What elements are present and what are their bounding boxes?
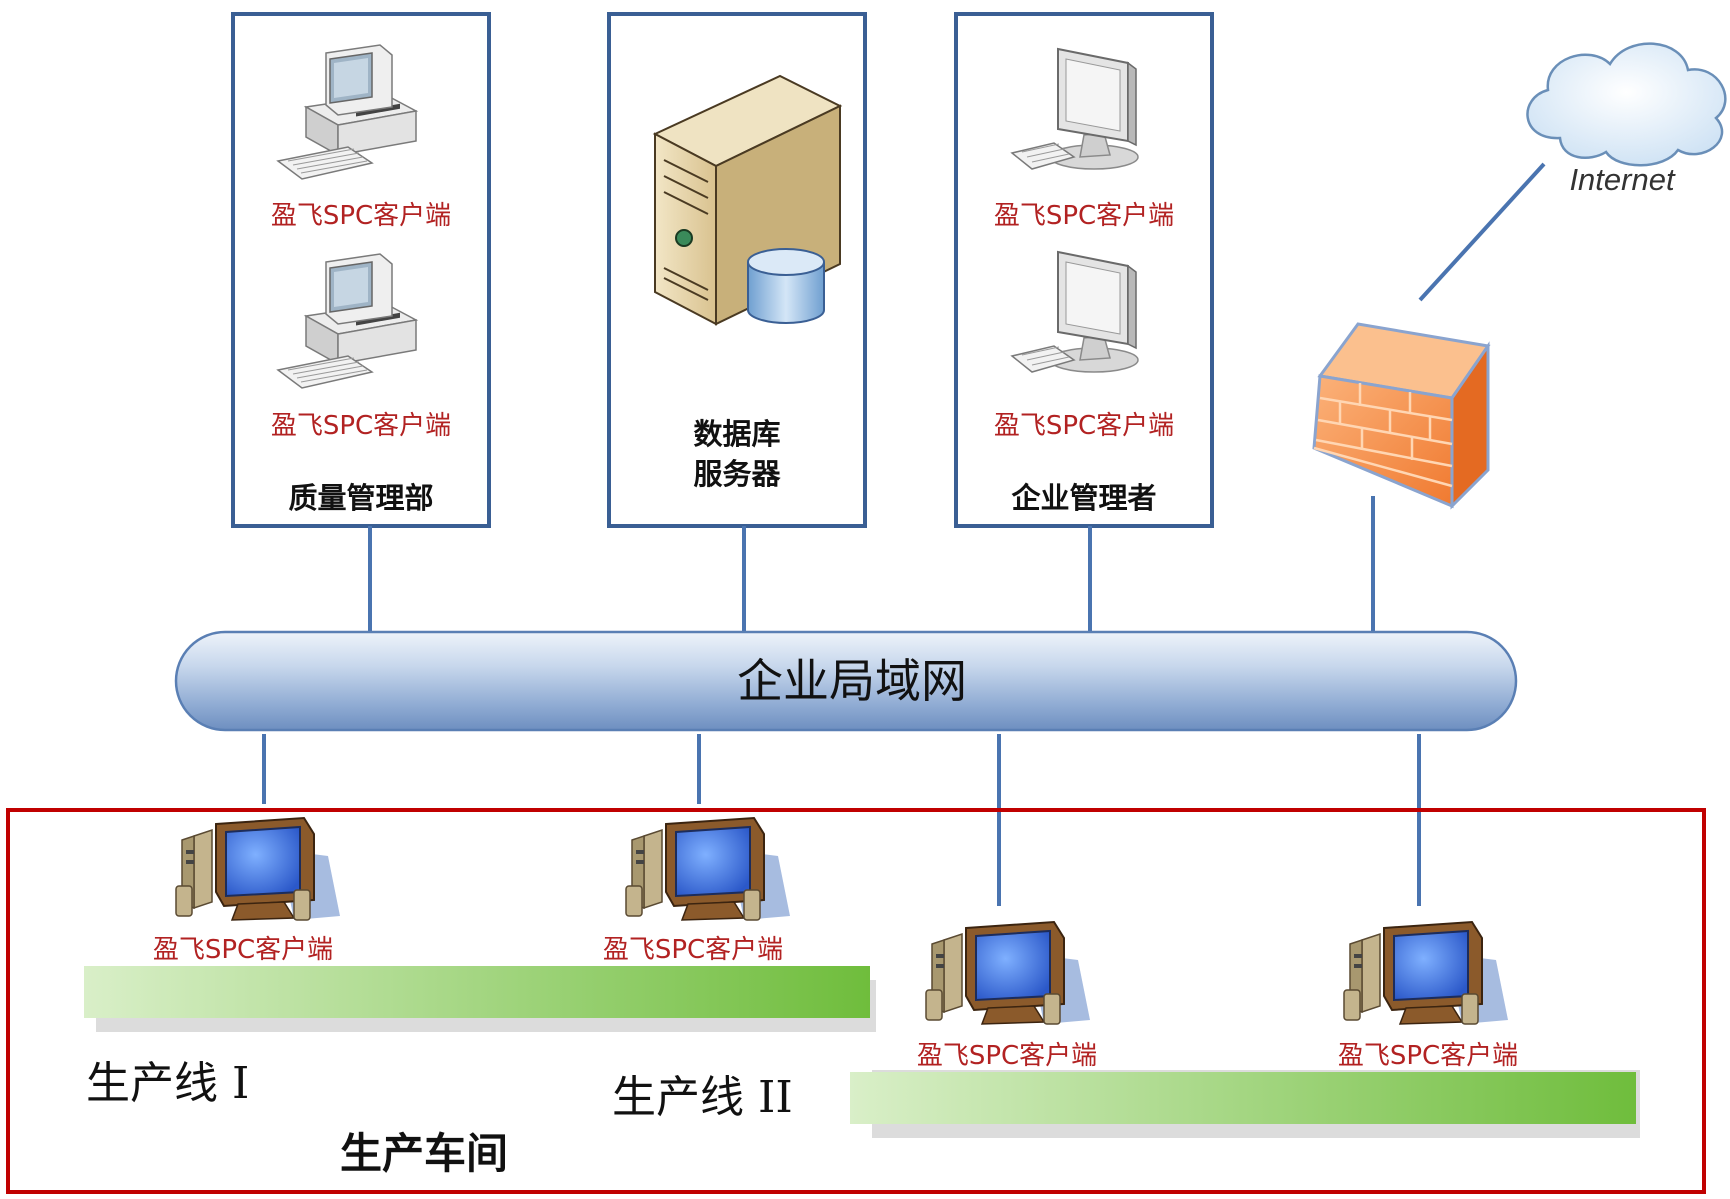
database-server-icon <box>652 74 843 326</box>
client-label: 盈飞SPC客户端 <box>917 1041 1097 1071</box>
workshop-box <box>6 808 1706 1194</box>
workstation-icon <box>925 921 1091 1025</box>
production-line-2-bar <box>850 1072 1636 1124</box>
lan-bus <box>174 630 1518 732</box>
internet-label: Internet <box>1569 162 1676 197</box>
workstation-icon <box>625 817 791 921</box>
database-server-title-line1: 数据库 <box>693 417 780 451</box>
quality-dept-title: 质量管理部 <box>288 481 433 515</box>
client-label: 盈飞SPC客户端 <box>994 201 1174 231</box>
monitor-icon <box>1011 251 1139 373</box>
connector-lines <box>262 162 1546 906</box>
workstation-icon <box>1343 921 1509 1025</box>
client-label: 盈飞SPC客户端 <box>271 411 451 441</box>
cloud-icon <box>1526 42 1727 167</box>
workshop-title: 生产车间 <box>340 1129 508 1178</box>
desktop-computer-icon <box>277 253 417 389</box>
production-line-1-bar <box>84 966 870 1018</box>
client-label: 盈飞SPC客户端 <box>994 411 1174 441</box>
client-label: 盈飞SPC客户端 <box>271 201 451 231</box>
client-label: 盈飞SPC客户端 <box>1338 1041 1518 1071</box>
desktop-computer-icon <box>277 44 417 180</box>
database-server-title-line2: 服务器 <box>693 457 781 491</box>
firewall-icon <box>1312 322 1491 510</box>
lan-label: 企业局域网 <box>737 654 967 708</box>
management-box <box>954 12 1214 528</box>
workstation-icon <box>175 817 341 921</box>
client-label: 盈飞SPC客户端 <box>153 935 333 965</box>
monitor-icon <box>1011 48 1139 170</box>
database-server-box <box>607 12 867 528</box>
production-line-2-label: 生产线 II <box>612 1072 793 1123</box>
client-label: 盈飞SPC客户端 <box>603 935 783 965</box>
quality-dept-box <box>231 12 491 528</box>
management-title: 企业管理者 <box>1011 481 1156 515</box>
production-line-1-label: 生产线 I <box>86 1058 249 1109</box>
